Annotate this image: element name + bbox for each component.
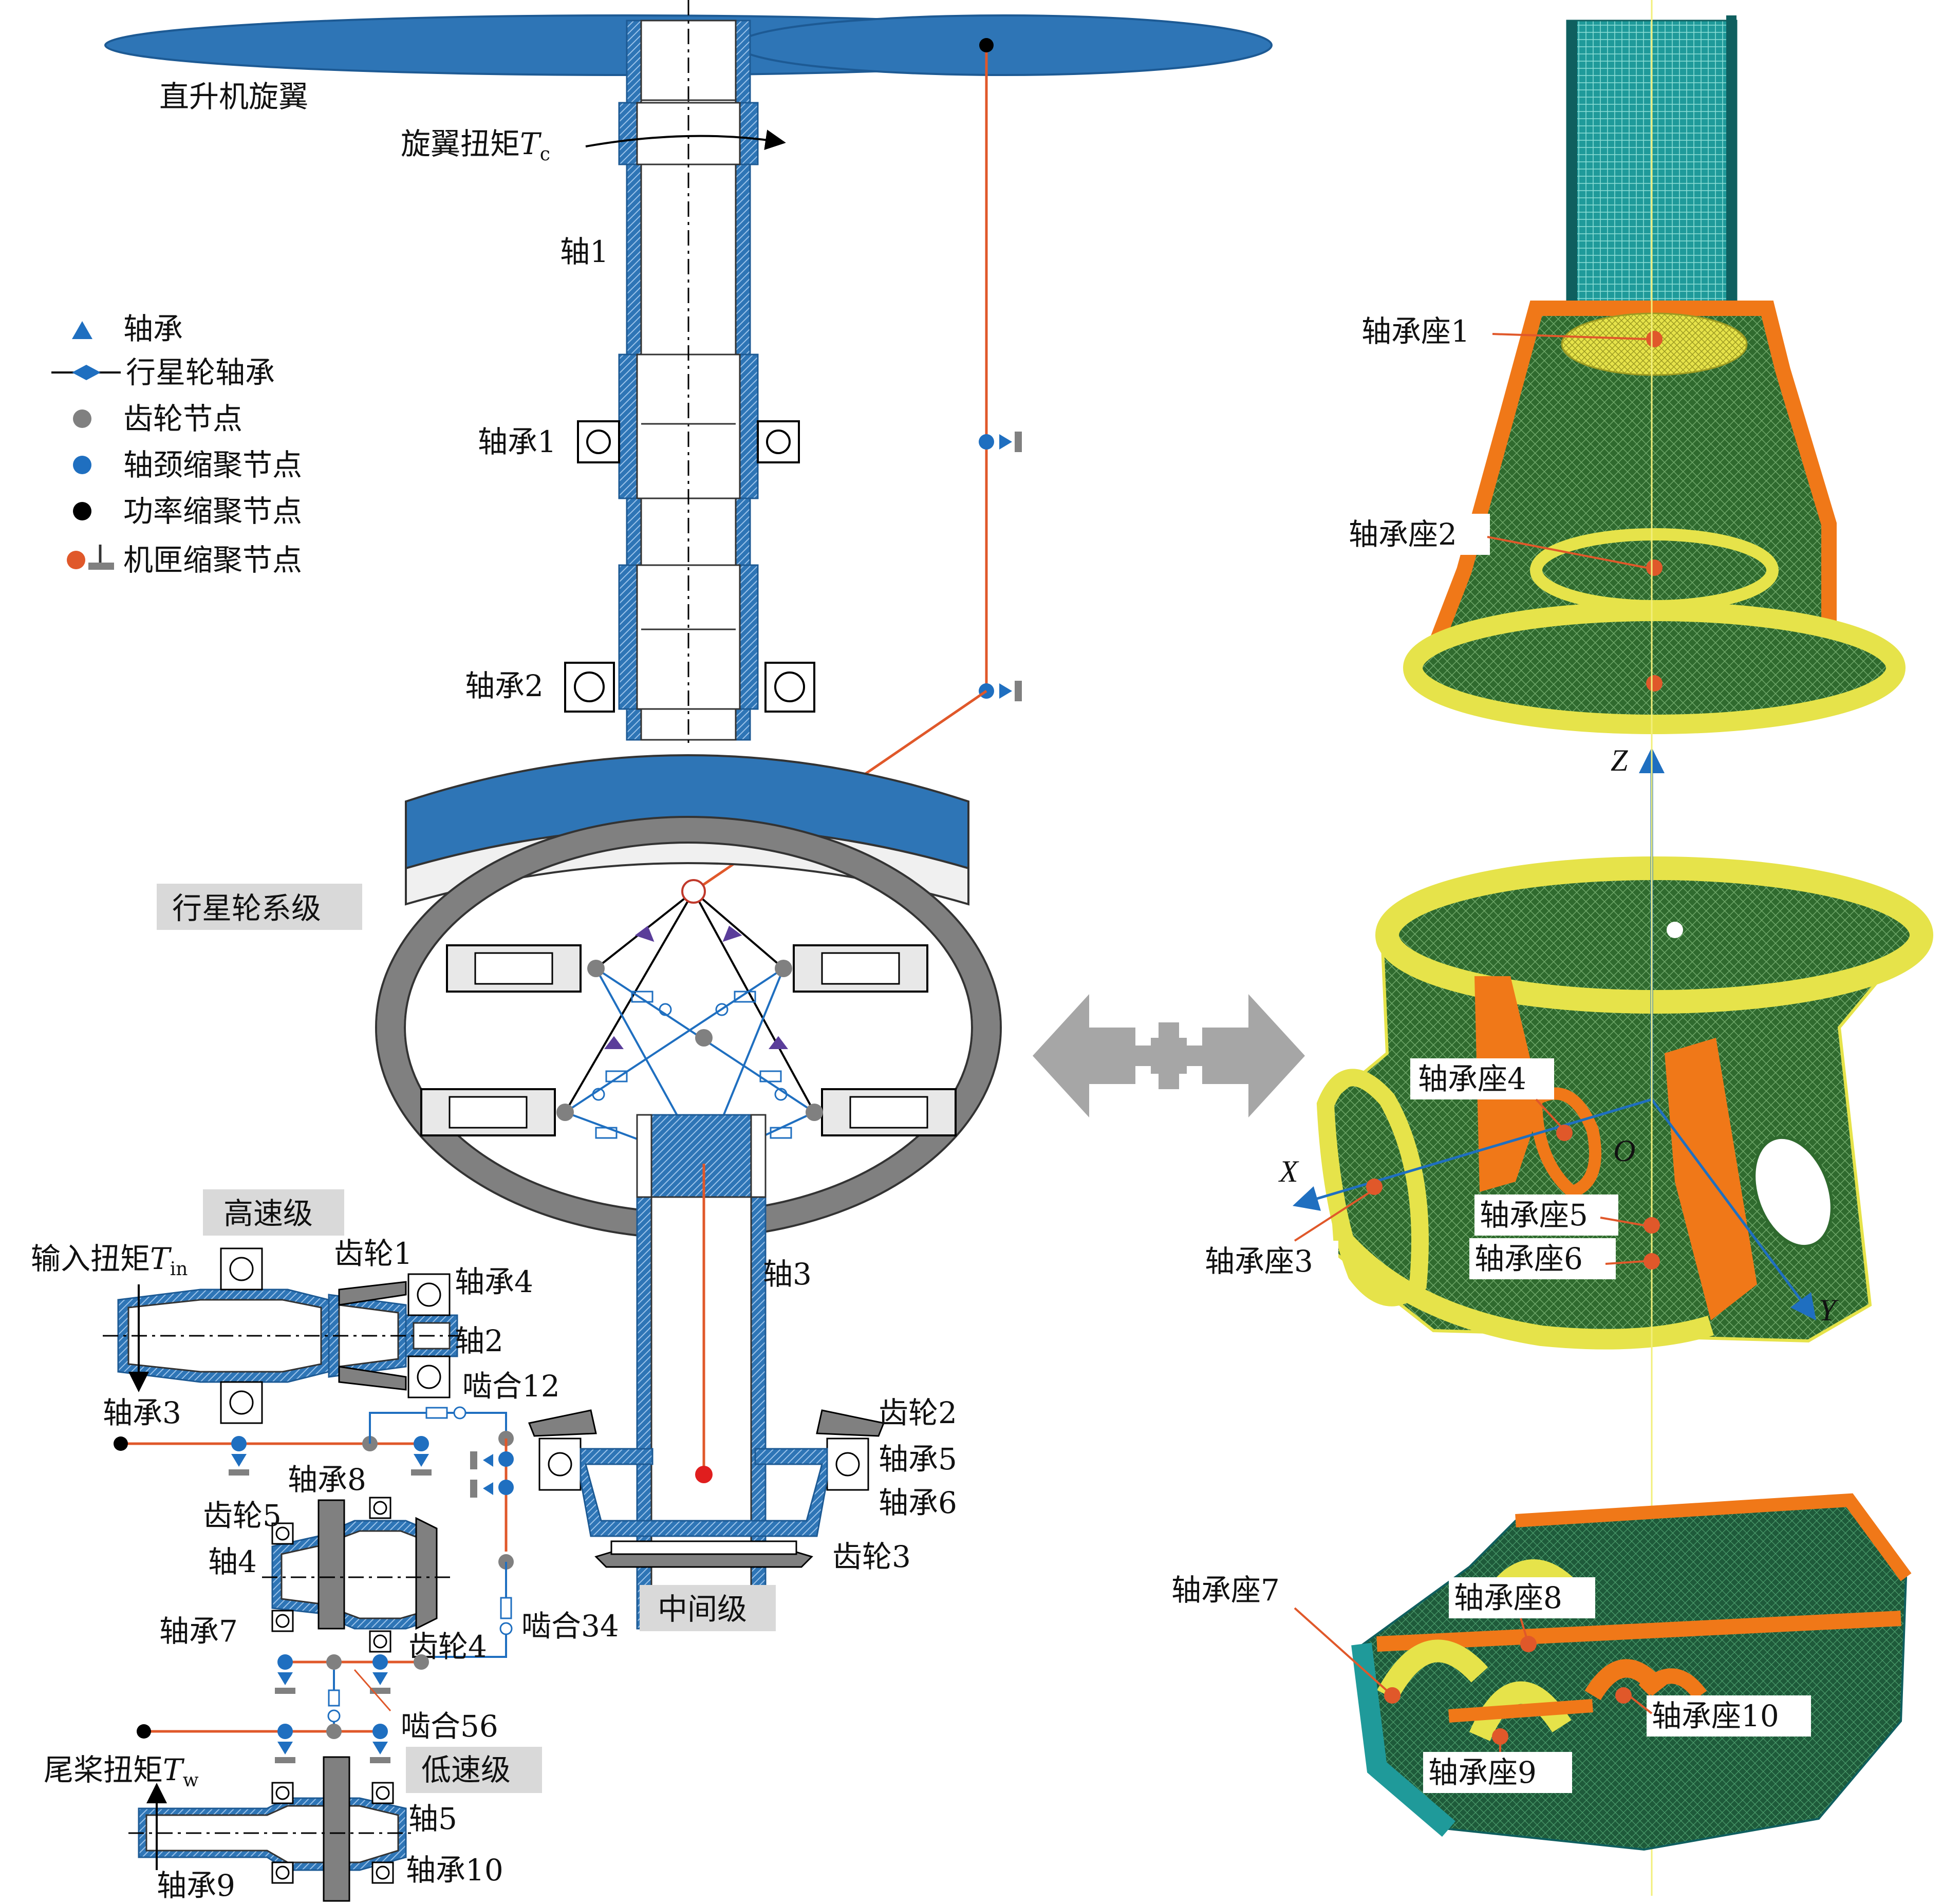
planetary-gear-nodes	[556, 879, 823, 1170]
gear3-label: 齿轮3	[832, 1539, 911, 1574]
fe-housing-top	[1403, 15, 1906, 734]
bearing6-label: 轴承6	[879, 1485, 957, 1520]
shaft5-label: 轴5	[408, 1801, 457, 1836]
axis-y-label: Y	[1819, 1293, 1839, 1327]
blue-dot-icon	[73, 456, 91, 474]
fe-seat4-label: 轴承座4	[1418, 1061, 1526, 1096]
grey-dot-icon	[73, 409, 91, 428]
mesh12-label: 啮合12	[462, 1369, 560, 1404]
gear1-label: 齿轮1	[334, 1236, 413, 1271]
fe-seat3-label: 轴承座3	[1205, 1244, 1313, 1279]
legend-label-1: 行星轮轴承	[126, 355, 275, 390]
fe-seat8-label: 轴承座8	[1454, 1580, 1562, 1615]
gear2-label: 齿轮2	[879, 1395, 957, 1430]
shaft4-label: 轴4	[208, 1544, 257, 1579]
input-torque-label: 输入扭矩Tin	[31, 1241, 188, 1280]
mesh56-label: 啮合56	[401, 1709, 498, 1744]
shaft3-label: 轴3	[763, 1257, 812, 1292]
intermediate-stage-label: 中间级	[658, 1592, 747, 1627]
bearing2-label: 轴承2	[465, 668, 544, 703]
fe-seat9-label: 轴承座9	[1428, 1755, 1537, 1790]
low-speed-reduced-network	[137, 1654, 429, 1763]
bearing8-label: 轴承8	[288, 1462, 366, 1497]
fe-housing-middle	[1316, 856, 1933, 1350]
bearing1-label: 轴承1	[478, 424, 556, 459]
gear5-label: 齿轮5	[203, 1498, 282, 1533]
legend-label-2: 齿轮节点	[123, 401, 242, 436]
black-dot-icon	[73, 502, 91, 520]
legend-label-5: 机匣缩聚节点	[123, 543, 302, 577]
legend: 轴承 行星轮轴承 齿轮节点 轴颈缩聚节点 功率缩聚节点 机匣缩聚节点	[51, 311, 302, 577]
rotor-torque-label: 旋翼扭矩Tc	[401, 126, 550, 165]
shaft2-label: 轴2	[455, 1323, 503, 1358]
combine-arrows-icon	[1033, 994, 1305, 1117]
fe-seat10-label: 轴承座10	[1652, 1698, 1779, 1733]
intermediate-stage-tag	[640, 1585, 776, 1631]
legend-label-3: 轴颈缩聚节点	[123, 447, 302, 482]
axis-z-label: Z	[1611, 743, 1628, 777]
rotor-torque-arrow	[585, 129, 786, 150]
shaft1	[618, 0, 759, 745]
bearing5-label: 轴承5	[879, 1442, 957, 1477]
tail-torque-label: 尾桨扭矩Tw	[44, 1752, 199, 1791]
fe-seat1-label: 轴承座1	[1361, 314, 1470, 349]
fe-seat6-label: 轴承座6	[1474, 1241, 1583, 1276]
legend-label-0: 轴承	[123, 311, 183, 346]
bearing9-label: 轴承9	[157, 1868, 235, 1903]
legend-label-4: 功率缩聚节点	[123, 494, 302, 529]
bearing7-label: 轴承7	[159, 1614, 238, 1649]
fe-seat7-label: 轴承座7	[1171, 1573, 1280, 1608]
shaft5-assembly	[128, 1756, 416, 1902]
planet-bearings	[420, 944, 957, 1136]
rotor-blade-right	[736, 14, 1273, 76]
orange-dot-ground-icon	[67, 545, 114, 570]
bearing3-label: 轴承3	[103, 1395, 181, 1430]
high-speed-stage-label: 高速级	[223, 1196, 313, 1231]
rotor-label: 直升机旋翼	[159, 79, 308, 114]
planetary-stage-label: 行星轮系级	[172, 891, 321, 926]
shaft1-label: 轴1	[560, 234, 609, 269]
bearing2	[564, 662, 815, 713]
bearing1	[577, 420, 800, 463]
high-speed-shaft-assembly	[103, 1247, 462, 1424]
fe-seat5-label: 轴承座5	[1480, 1198, 1588, 1233]
triangle-icon	[72, 321, 92, 339]
diamond-line-icon	[51, 365, 121, 380]
fe-seat2-label: 轴承座2	[1349, 517, 1457, 552]
mesh34-label: 啮合34	[521, 1609, 619, 1644]
planetary-stage-tag	[157, 884, 362, 930]
low-speed-stage-label: 低速级	[421, 1752, 511, 1787]
high-speed-reduced-network	[114, 1406, 514, 1658]
bearing4-label: 轴承4	[455, 1264, 533, 1299]
axis-origin-label: O	[1613, 1134, 1635, 1168]
low-speed-stage-tag	[406, 1747, 542, 1793]
shaft4-assembly	[262, 1497, 452, 1653]
axis-x-label: X	[1278, 1154, 1299, 1188]
fe-housing-bottom	[1351, 1493, 1912, 1851]
intermediate-gears	[528, 1409, 885, 1568]
bearing10-label: 轴承10	[406, 1853, 503, 1888]
high-speed-stage-tag	[203, 1189, 344, 1236]
